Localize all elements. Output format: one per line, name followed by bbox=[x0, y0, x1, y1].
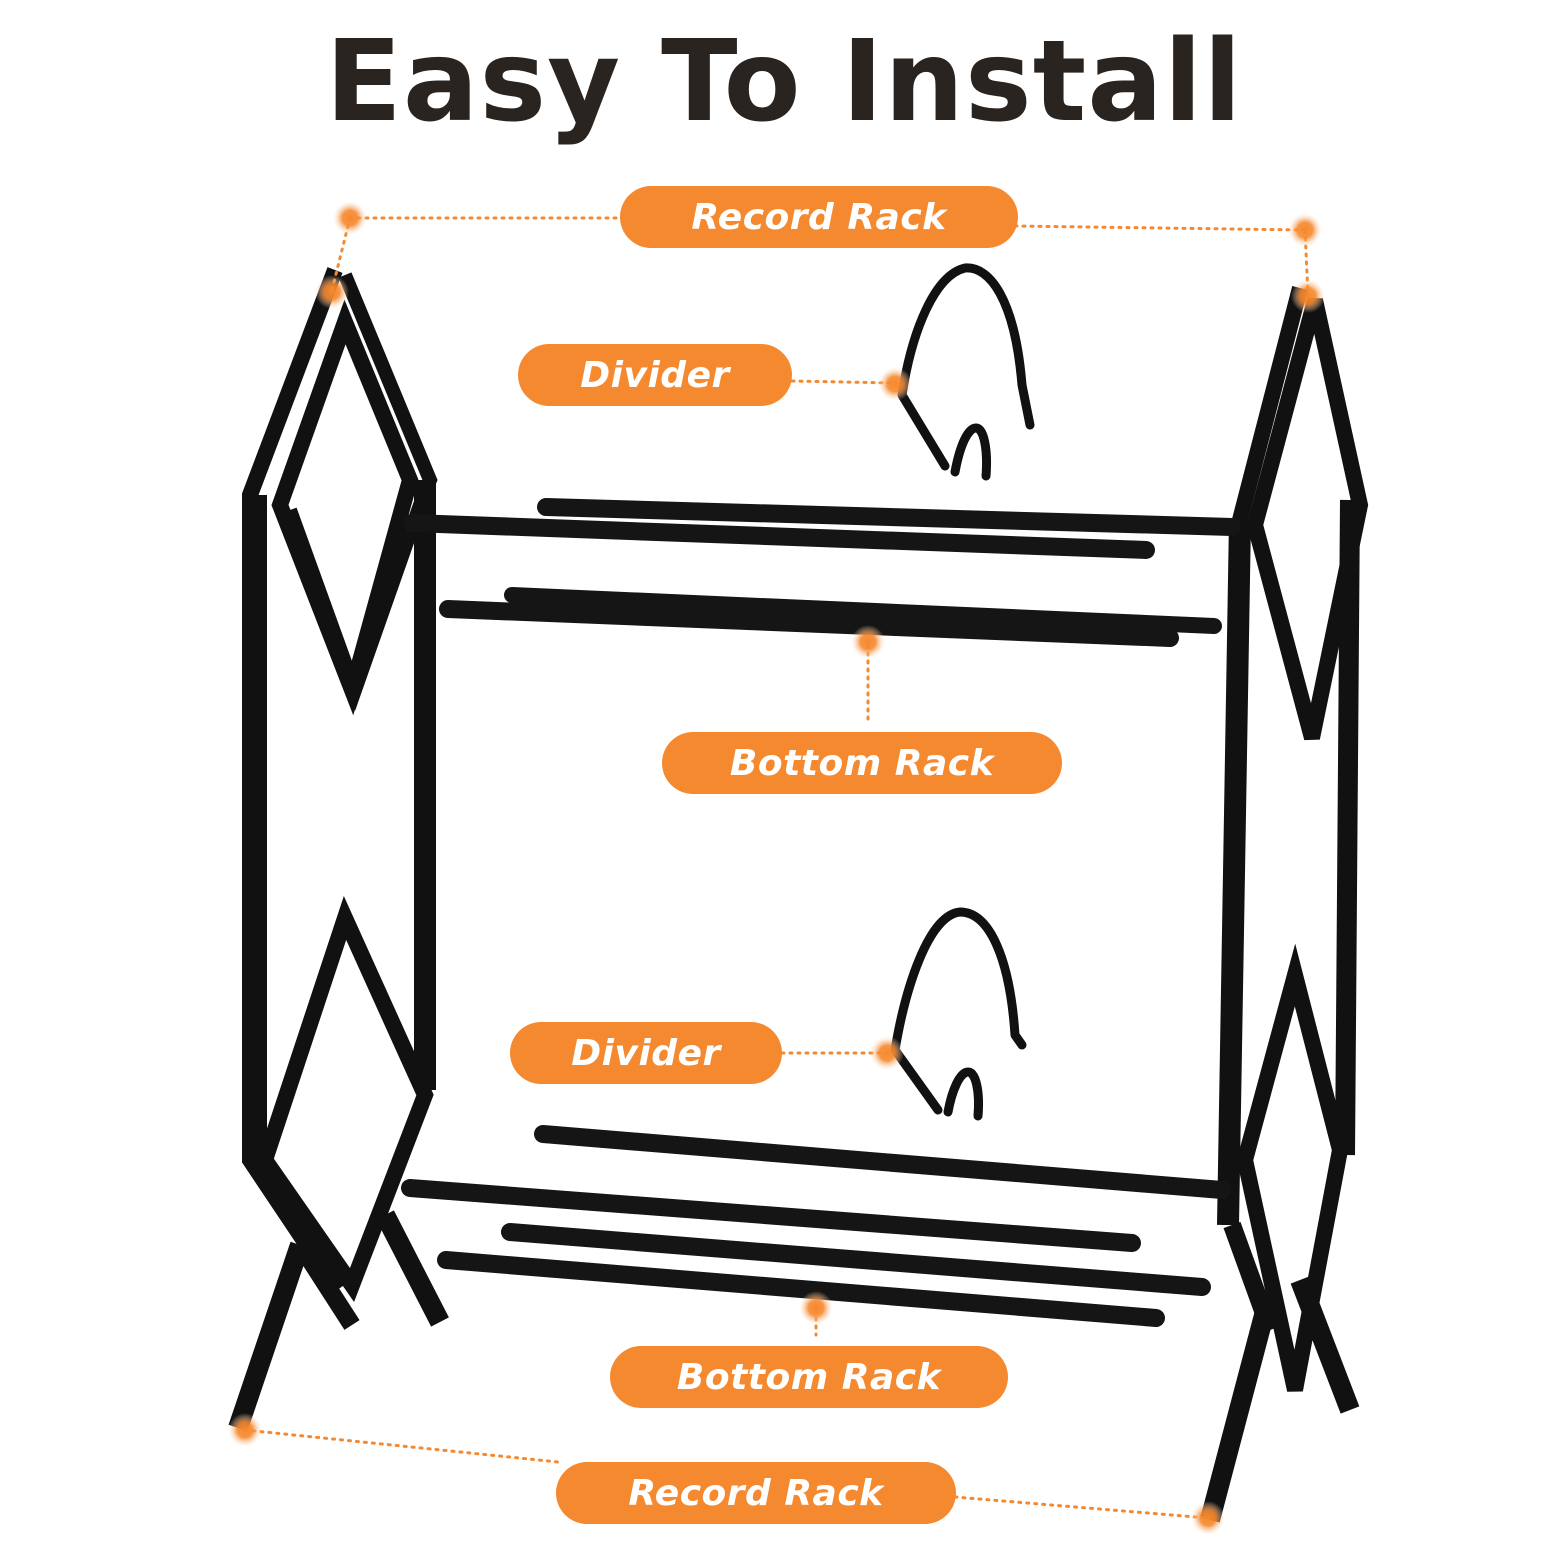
marker-dot bbox=[878, 367, 912, 401]
left-leg-a bbox=[228, 1241, 310, 1432]
marker-dot bbox=[799, 1291, 833, 1325]
rod bbox=[439, 600, 1179, 647]
divider-bottom-shape bbox=[890, 907, 1027, 1121]
label-bottom-rack-top: Bottom Rack bbox=[662, 732, 1062, 794]
left-leg-c bbox=[297, 1247, 360, 1330]
marker-dot bbox=[228, 1413, 262, 1447]
rod bbox=[401, 1179, 1141, 1252]
right-inner-post bbox=[1217, 519, 1251, 1226]
bottom-rods bbox=[401, 1125, 1231, 1327]
right-top-square bbox=[1246, 297, 1369, 741]
rod bbox=[501, 1223, 1211, 1296]
marker-dot bbox=[315, 275, 349, 309]
marker-dot bbox=[333, 201, 367, 235]
right-leg-b bbox=[1290, 1276, 1360, 1414]
marker-dots bbox=[228, 201, 1325, 1535]
label-record-rack-top: Record Rack bbox=[620, 186, 1018, 248]
rod bbox=[534, 1125, 1231, 1199]
marker-dot bbox=[870, 1036, 904, 1070]
left-leg-b bbox=[376, 1210, 449, 1327]
label-bottom-rack-bottom: Bottom Rack bbox=[610, 1346, 1008, 1408]
rod bbox=[504, 587, 1222, 634]
rod bbox=[537, 498, 1241, 536]
label-divider-bottom: Divider bbox=[510, 1022, 782, 1084]
top-rods bbox=[403, 498, 1241, 647]
left-frame bbox=[228, 267, 449, 1432]
rod bbox=[403, 514, 1155, 559]
marker-dot bbox=[1288, 213, 1322, 247]
marker-dot bbox=[1291, 279, 1325, 313]
right-leg-c bbox=[1223, 1221, 1279, 1334]
page-title: Easy To Install bbox=[325, 17, 1243, 147]
rod bbox=[437, 1251, 1165, 1327]
left-lower-diamond bbox=[256, 896, 434, 1302]
right-lower-diamond bbox=[1236, 943, 1349, 1392]
label-record-rack-bottom: Record Rack bbox=[556, 1462, 956, 1524]
left-top-square bbox=[271, 299, 419, 716]
divider-top-shape bbox=[897, 263, 1035, 481]
right-frame bbox=[1200, 285, 1369, 1523]
marker-dot bbox=[851, 625, 885, 659]
right-outer-post bbox=[1335, 499, 1360, 1156]
label-divider-top: Divider bbox=[518, 344, 792, 406]
right-leg-a bbox=[1200, 1297, 1278, 1523]
marker-dot bbox=[1191, 1501, 1225, 1535]
